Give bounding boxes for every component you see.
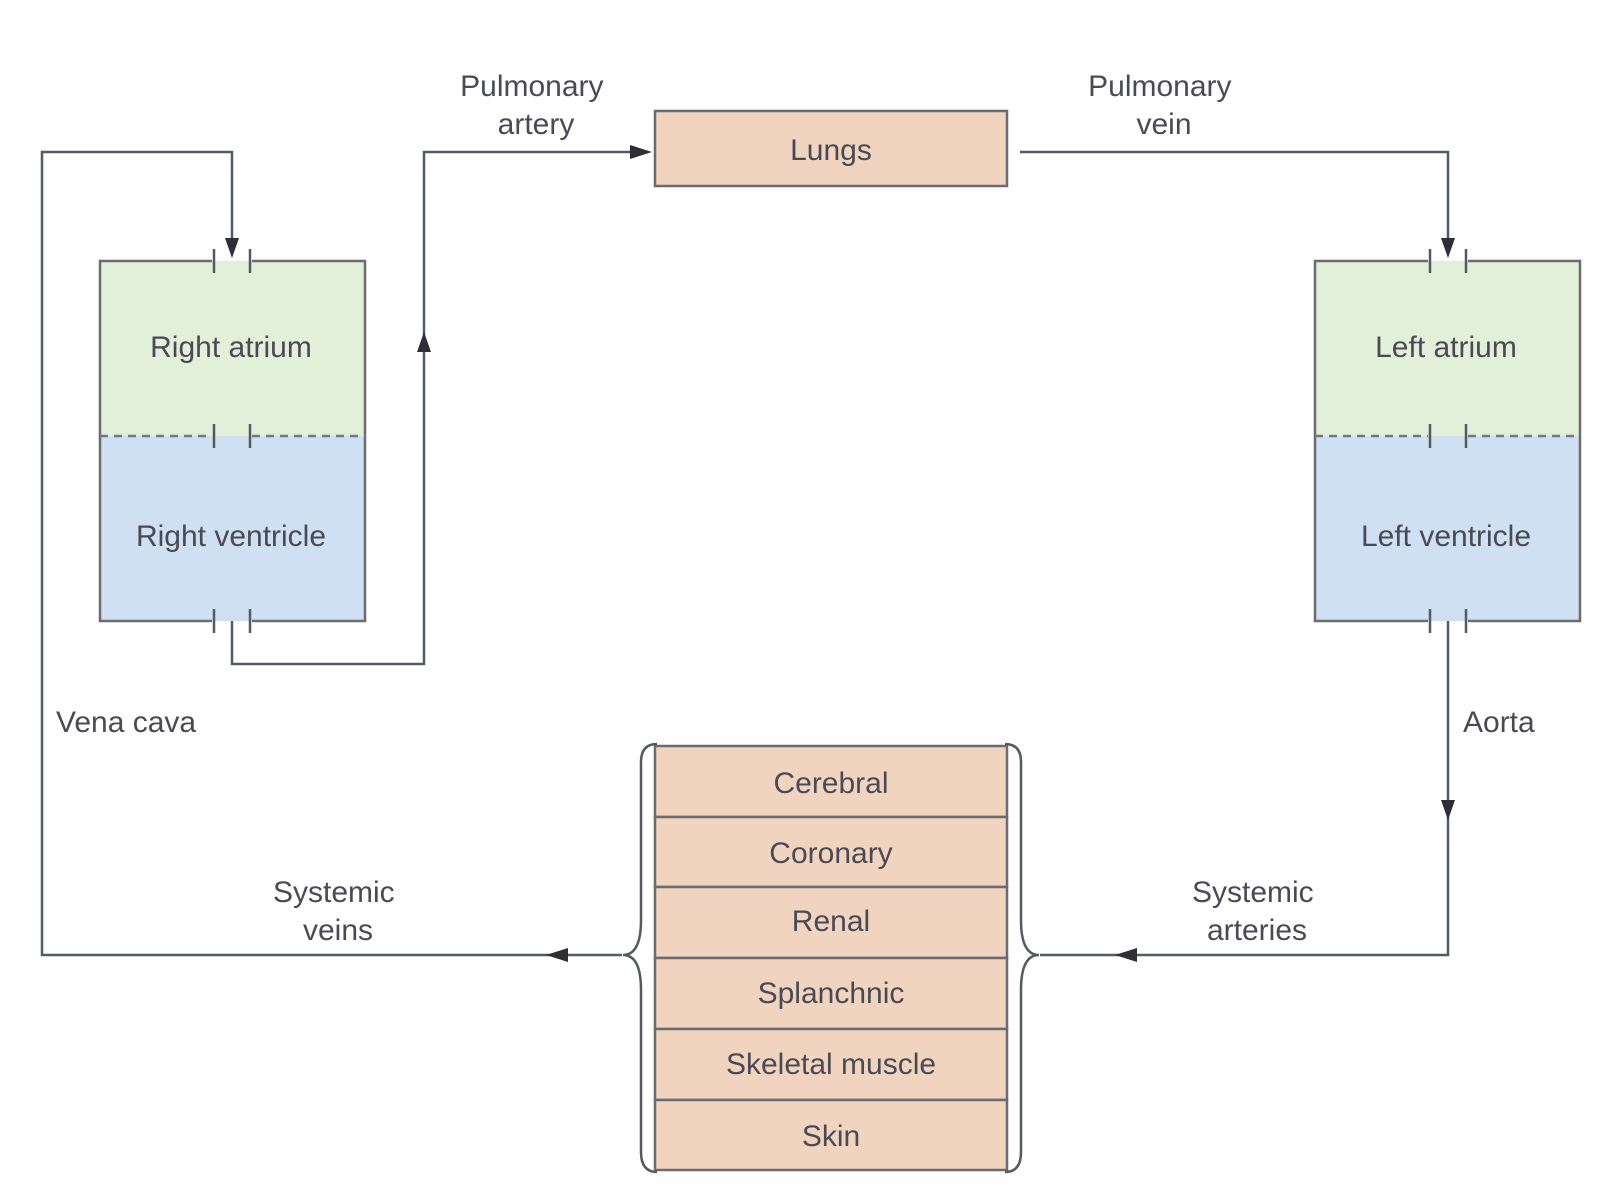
tricuspid-valve-marks: [212, 424, 252, 448]
systemic-veins-label: Systemic veins: [273, 876, 403, 947]
left-heart-outline: [1313, 259, 1582, 623]
flow-paths: [40, 145, 1455, 962]
vessel-labels: Pulmonary artery Pulmonary vein Vena cav…: [56, 70, 1535, 947]
right-atrium-label: Right atrium: [150, 331, 312, 364]
organ-label-skeletal-muscle: Skeletal muscle: [726, 1048, 936, 1081]
systemic-arteries-label-line-1: Systemic: [1192, 876, 1314, 909]
left-ventricle-label: Left ventricle: [1361, 520, 1531, 553]
organs-left-brace: [622, 742, 658, 1174]
systemic-veins-label-line-1: Systemic: [273, 876, 395, 909]
aorta-path: [1040, 621, 1450, 957]
pulmonary-artery-up-arrow: [417, 332, 431, 352]
vena-cava-label: Vena cava: [56, 706, 196, 739]
left-atrium-box: [1315, 261, 1580, 436]
organ-label-coronary: Coronary: [769, 837, 892, 870]
organ-label-splanchnic: Splanchnic: [758, 977, 905, 1010]
organ-box-renal: [653, 885, 1009, 960]
mitral-valve-marks: [1428, 424, 1468, 448]
organ-box-skin: [653, 1098, 1009, 1172]
organ-box-cerebral: [653, 744, 1009, 819]
aorta-label: Aorta: [1463, 706, 1535, 739]
left-inlet-valve-marks: [1428, 249, 1468, 273]
vena-cava-path: [40, 150, 622, 957]
systemic-arteries-label: Systemic arteries: [1192, 876, 1322, 947]
organ-box-coronary: [653, 815, 1009, 889]
pulmonary-artery-path: [230, 150, 642, 666]
pulmonic-valve-marks: [212, 609, 252, 633]
systemic-arteries-label-line-2: arteries: [1207, 914, 1307, 947]
pulmonary-artery-into-lungs-arrow: [630, 145, 652, 159]
aorta-down-arrow: [1441, 800, 1455, 820]
pulmonary-artery-label: Pulmonary artery: [460, 70, 612, 141]
organ-box-skeletal-muscle: [653, 1027, 1009, 1102]
pulmonary-artery-label-line-2: artery: [498, 108, 575, 141]
pulmonary-vein-label: Pulmonary vein: [1088, 70, 1240, 141]
systemic-veins-label-line-2: veins: [303, 914, 373, 947]
organ-label-cerebral: Cerebral: [773, 767, 888, 800]
organs-right-brace: [1004, 742, 1040, 1174]
pulmonary-vein-label-line-1: Pulmonary: [1088, 70, 1231, 103]
right-atrium-box: [100, 261, 365, 436]
systemic-arteries-arrow: [1115, 948, 1137, 962]
pulmonary-vein-into-left-atrium-arrow: [1441, 238, 1455, 258]
organ-label-skin: Skin: [802, 1120, 860, 1153]
lungs-label: Lungs: [790, 134, 872, 167]
right-heart: Right atrium Right ventricle: [98, 249, 367, 633]
vena-cava-into-right-atrium-arrow: [225, 238, 239, 258]
right-heart-outline: [98, 259, 367, 623]
right-inlet-valve-marks: [212, 249, 252, 273]
lungs: Lungs: [653, 109, 1009, 188]
pulmonary-vein-path: [1020, 150, 1450, 240]
aortic-valve-marks: [1428, 609, 1468, 633]
pulmonary-vein-label-line-2: vein: [1136, 108, 1191, 141]
systemic-organs: Cerebral Coronary Renal Splanchnic Skele…: [622, 742, 1040, 1174]
right-ventricle-label: Right ventricle: [136, 520, 326, 553]
left-ventricle-box: [1315, 436, 1580, 621]
left-heart: Left atrium Left ventricle: [1313, 249, 1582, 633]
organ-label-renal: Renal: [792, 905, 870, 938]
right-ventricle-box: [100, 436, 365, 621]
systemic-veins-arrow: [546, 948, 568, 962]
pulmonary-artery-label-line-1: Pulmonary: [460, 70, 603, 103]
lungs-box: [653, 109, 1009, 188]
left-atrium-label: Left atrium: [1375, 331, 1517, 364]
